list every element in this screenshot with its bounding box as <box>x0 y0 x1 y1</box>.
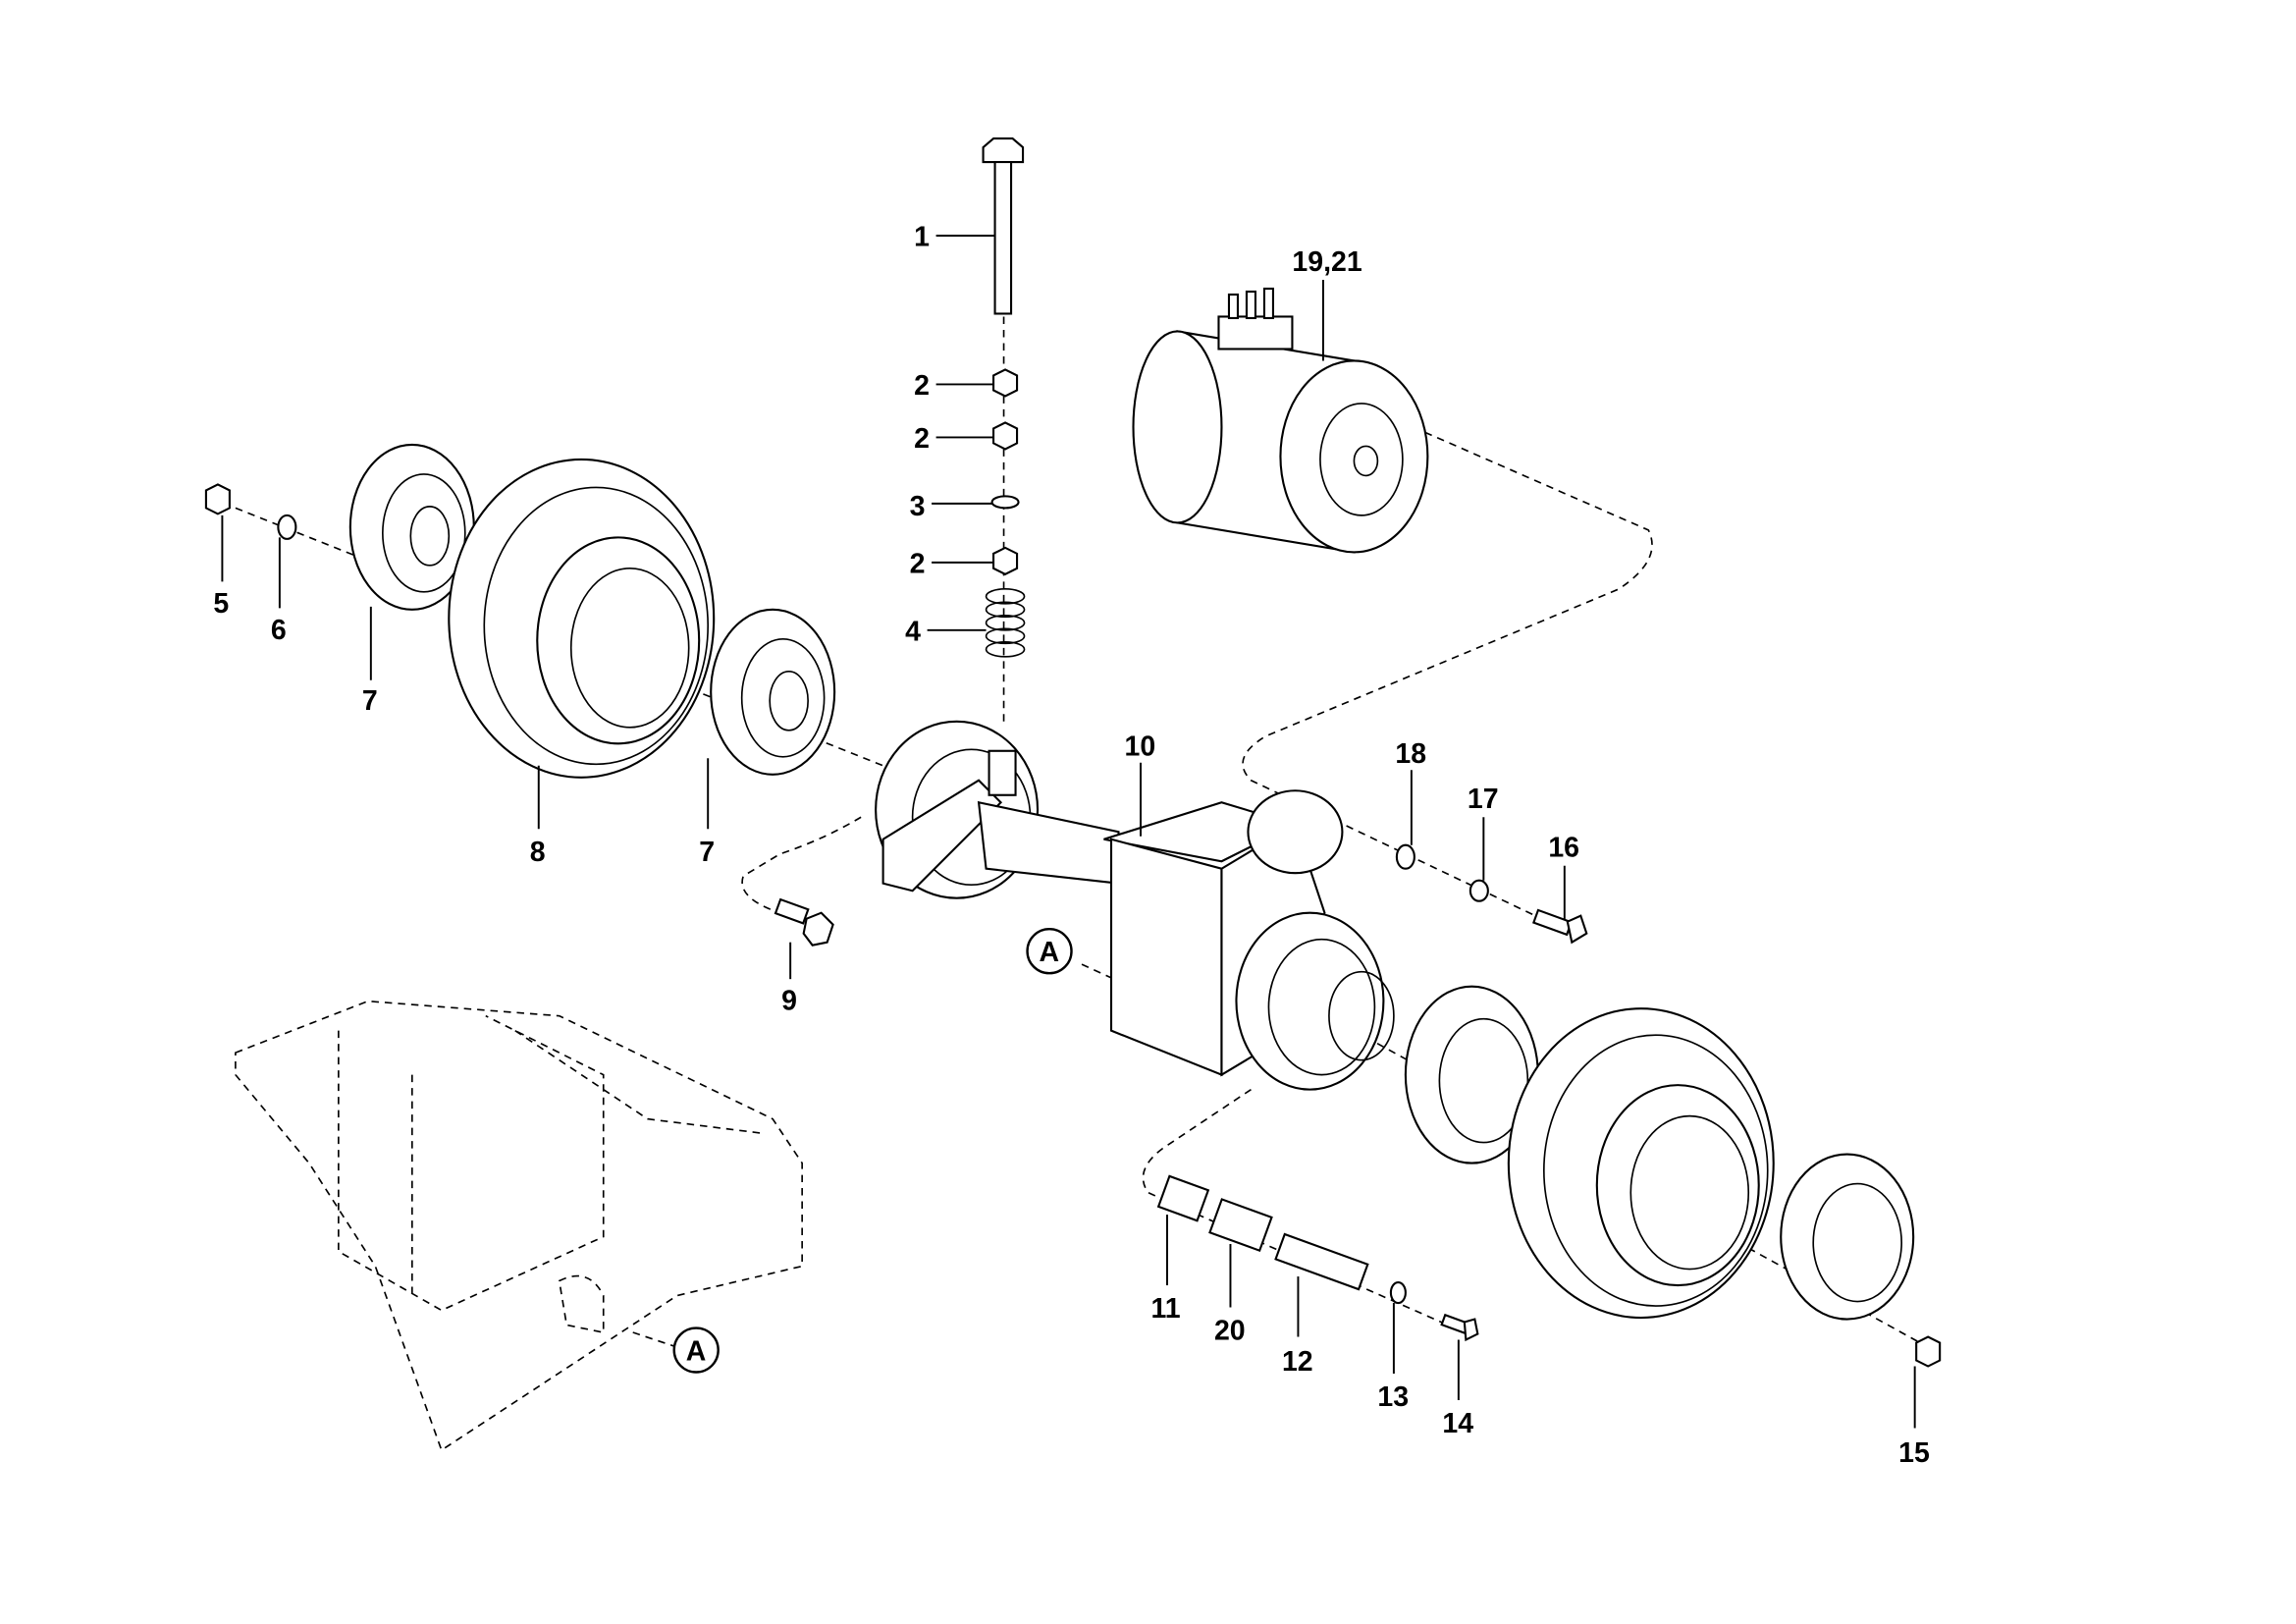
nut-part-5 <box>204 483 231 515</box>
callout-19-21: 19,21 <box>1292 246 1362 278</box>
callout-11: 11 <box>1150 1293 1180 1325</box>
callout-1: 1 <box>914 221 930 252</box>
callout-labels: 1 2 2 3 2 4 5 6 7 8 7 9 10 11 20 12 13 1… <box>213 221 1930 1468</box>
callout-7: 7 <box>699 837 715 868</box>
pin-part-12 <box>1274 1232 1369 1291</box>
callout-16: 16 <box>1548 833 1579 864</box>
callout-2: 2 <box>914 423 930 455</box>
nut-part-15 <box>1915 1335 1942 1368</box>
washer-part-18 <box>1395 843 1415 870</box>
callout-14: 14 <box>1442 1408 1473 1439</box>
nut-part-2 <box>992 421 1019 451</box>
callout-12: 12 <box>1282 1346 1313 1378</box>
bushing-part-11 <box>1156 1174 1210 1222</box>
reference-marker-a: A <box>672 1326 720 1374</box>
nut-part-2 <box>992 368 1019 398</box>
svg-text:A: A <box>1040 937 1060 968</box>
callout-9: 9 <box>781 986 797 1017</box>
chassis-reference <box>235 1000 803 1452</box>
nut-part-2 <box>992 546 1019 576</box>
callout-6: 6 <box>271 615 287 646</box>
callout-15: 15 <box>1898 1437 1930 1469</box>
washer-part-6 <box>277 514 297 540</box>
callout-8: 8 <box>530 837 546 868</box>
tire-part <box>1507 1007 1775 1320</box>
axle-part-10 <box>875 720 1395 1091</box>
spring-part-4 <box>985 588 1026 658</box>
washer-part-13 <box>1389 1280 1407 1305</box>
bolt-part-16 <box>1532 908 1588 945</box>
callout-13: 13 <box>1377 1381 1409 1413</box>
reference-marker-a: A <box>1026 927 1073 975</box>
svg-text:A: A <box>686 1336 707 1368</box>
washer-part-17 <box>1468 879 1489 902</box>
callout-17: 17 <box>1468 784 1499 815</box>
callout-4: 4 <box>905 616 921 647</box>
callout-2: 2 <box>914 370 930 402</box>
callout-18: 18 <box>1395 738 1426 770</box>
bolt-part-9 <box>774 897 834 947</box>
motor-part-19-21 <box>1132 287 1429 554</box>
callout-3: 3 <box>910 491 926 522</box>
callout-5: 5 <box>213 588 229 620</box>
callout-10: 10 <box>1125 731 1156 762</box>
rim-part <box>1780 1153 1915 1321</box>
bushing-part-20 <box>1208 1198 1273 1253</box>
tire-part-8 <box>448 458 716 779</box>
bolt-part-14 <box>1440 1313 1479 1342</box>
bolt-part-1 <box>982 136 1025 315</box>
callout-2: 2 <box>910 548 926 579</box>
rim-part-7 <box>710 608 836 776</box>
callout-20: 20 <box>1214 1316 1246 1347</box>
washer-part-3 <box>990 495 1020 510</box>
callout-7: 7 <box>362 685 378 717</box>
hub-part <box>1404 985 1539 1164</box>
leader-lines <box>221 235 1916 1429</box>
